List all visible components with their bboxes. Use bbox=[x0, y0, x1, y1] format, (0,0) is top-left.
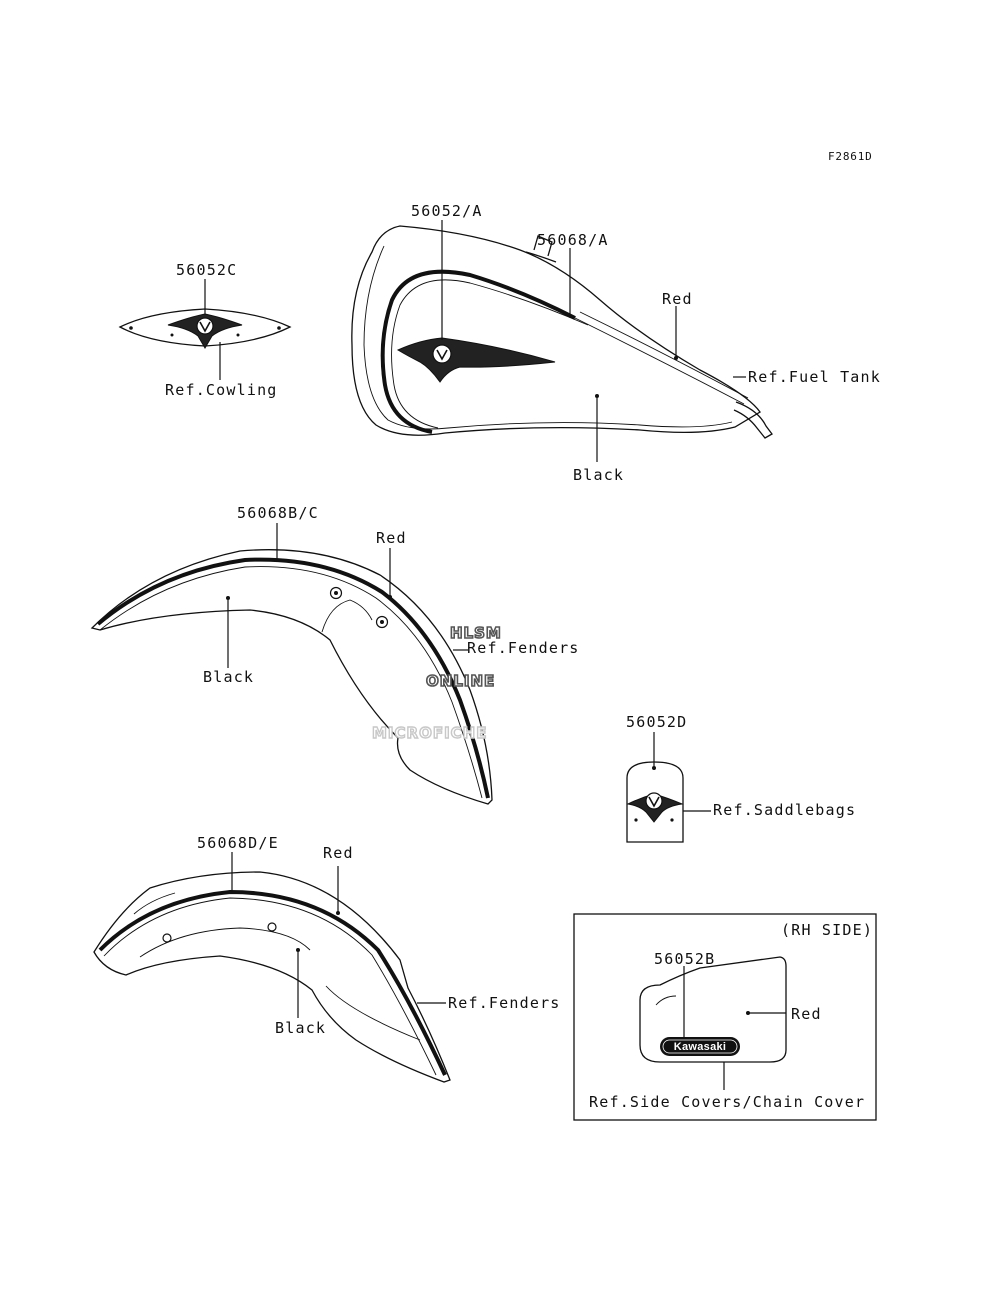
rear-fender-color-red: Red bbox=[323, 844, 354, 862]
rear-fender-ref-label: Ref.Fenders bbox=[448, 994, 561, 1012]
front-fender-outline bbox=[90, 549, 493, 805]
fuel-tank-stripe bbox=[380, 269, 576, 434]
side-cover-part-number: 56052B bbox=[654, 950, 715, 968]
tank-color-black: Black bbox=[573, 466, 624, 484]
kawasaki-badge bbox=[660, 1037, 740, 1056]
figure-code: F2861D bbox=[828, 150, 873, 163]
side-cover-ref-label: Ref.Side Covers/Chain Cover bbox=[589, 1093, 865, 1111]
tank-emblem-part-number: 56052/A bbox=[411, 202, 483, 220]
tank-emblem-icon bbox=[396, 337, 556, 383]
tank-stripe-part-number: 56068/A bbox=[537, 231, 609, 249]
side-cover-group: (RH SIDE) Kawasaki 56052B Red Ref.Side C… bbox=[573, 913, 877, 1121]
rear-fender-part-number: 56068D/E bbox=[197, 834, 279, 852]
cowling-part-number: 56052C bbox=[176, 261, 237, 279]
saddlebag-group: 56052D Ref.Saddlebags bbox=[626, 713, 856, 843]
fuel-tank-group: 56052/A 56068/A Red Ref.Fuel Tank Black bbox=[351, 202, 881, 484]
fuel-tank-outline bbox=[351, 225, 761, 436]
cowling-emblem-group: 56052C Ref.Cowling bbox=[118, 261, 292, 399]
rear-fender-stripe bbox=[98, 889, 447, 1076]
tank-color-red: Red bbox=[662, 290, 693, 308]
kawasaki-badge-text: Kawasaki bbox=[674, 1041, 727, 1053]
rear-fender-group: 56068D/E Red Black Ref.Fenders bbox=[93, 834, 561, 1083]
saddlebag-part-number: 56052D bbox=[626, 713, 687, 731]
front-fender-group: 56068B/C Red Black Ref.Fenders bbox=[90, 504, 580, 805]
cowling-plate bbox=[118, 308, 292, 347]
saddlebag-ref-label: Ref.Saddlebags bbox=[713, 801, 856, 819]
watermark: HLSM ONLINE MICROFICHE bbox=[371, 623, 502, 743]
side-cover-box bbox=[573, 913, 877, 1121]
watermark-line-3: MICROFICHE bbox=[372, 724, 487, 742]
side-cover-side-label: (RH SIDE) bbox=[781, 921, 873, 939]
rear-fender-outline bbox=[93, 871, 451, 1083]
watermark-line-2: ONLINE bbox=[426, 672, 495, 690]
cowling-ref-label: Ref.Cowling bbox=[165, 381, 278, 399]
front-fender-color-black: Black bbox=[203, 668, 254, 686]
front-fender-part-number: 56068B/C bbox=[237, 504, 319, 522]
front-fender-stripe bbox=[96, 557, 490, 799]
tank-ref-label: Ref.Fuel Tank bbox=[748, 368, 881, 386]
fuel-cap bbox=[533, 235, 553, 257]
side-cover-color-red: Red bbox=[791, 1005, 822, 1023]
rear-fender-color-black: Black bbox=[275, 1019, 326, 1037]
front-fender-color-red: Red bbox=[376, 529, 407, 547]
front-fender-ref-label: Ref.Fenders bbox=[467, 639, 580, 657]
side-cover-outline bbox=[639, 956, 787, 1063]
watermark-line-1: HLSM bbox=[450, 624, 502, 642]
